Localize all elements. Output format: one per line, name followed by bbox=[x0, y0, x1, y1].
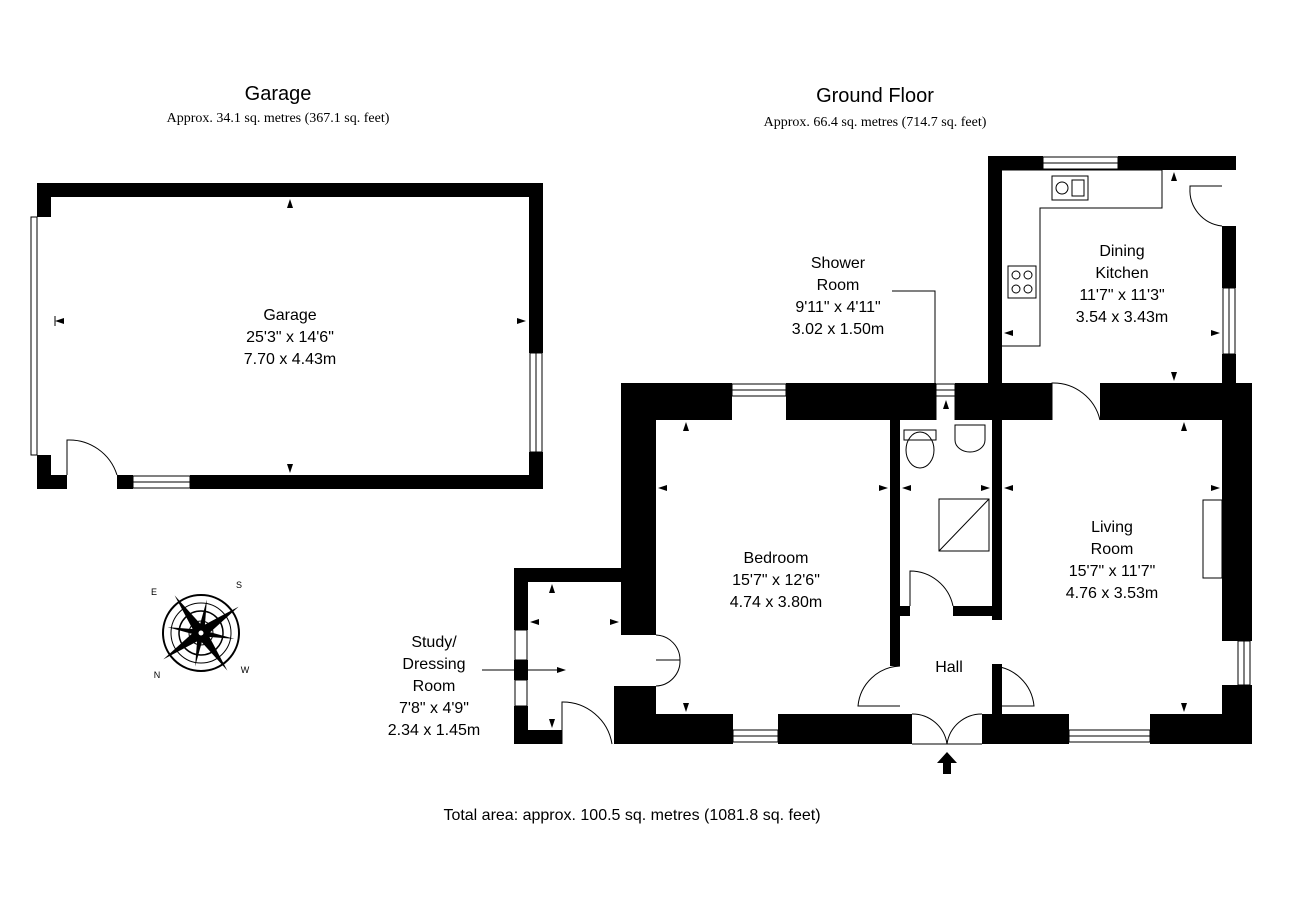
garage-room-imperial: 25'3" x 14'6" bbox=[246, 329, 334, 346]
garage-room-name: Garage bbox=[263, 307, 316, 324]
garage-section-area: Approx. 34.1 sq. metres (367.1 sq. feet) bbox=[167, 111, 390, 126]
ground-floor-title: Ground Floor bbox=[816, 85, 934, 107]
shower-room-name-2: Room bbox=[817, 277, 860, 294]
bedroom-name: Bedroom bbox=[744, 550, 809, 567]
compass-e-label: E bbox=[151, 587, 157, 597]
doors-and-fixtures bbox=[482, 169, 1223, 774]
hall-name: Hall bbox=[935, 659, 963, 676]
study-name-3: Room bbox=[413, 678, 456, 695]
bedroom-imperial: 15'7" x 12'6" bbox=[732, 572, 820, 589]
total-area: Total area: approx. 100.5 sq. metres (10… bbox=[443, 807, 820, 824]
dining-kitchen-metric: 3.54 x 3.43m bbox=[1076, 309, 1169, 326]
living-room-metric: 4.76 x 3.53m bbox=[1066, 585, 1159, 602]
study-metric: 2.34 x 1.45m bbox=[388, 722, 481, 739]
ground-floor-area: Approx. 66.4 sq. metres (714.7 sq. feet) bbox=[764, 115, 987, 130]
ground-floor-dimension-arrows bbox=[530, 172, 1220, 728]
shower-room-name-1: Shower bbox=[811, 255, 866, 272]
study-name-1: Study/ bbox=[411, 634, 457, 651]
compass-s-label: S bbox=[236, 580, 242, 590]
living-room-imperial: 15'7" x 11'7" bbox=[1069, 563, 1156, 580]
shower-room-metric: 3.02 x 1.50m bbox=[792, 321, 885, 338]
ground-floor-structure bbox=[514, 156, 1252, 744]
bedroom-metric: 4.74 x 3.80m bbox=[730, 594, 823, 611]
shower-room-imperial: 9'11" x 4'11" bbox=[795, 299, 880, 316]
garage-dimension-arrows bbox=[54, 199, 526, 473]
compass-n-label: N bbox=[154, 670, 161, 680]
dining-kitchen-name-2: Kitchen bbox=[1095, 265, 1148, 282]
living-room-name-2: Room bbox=[1091, 541, 1134, 558]
dining-kitchen-imperial: 11'7" x 11'3" bbox=[1079, 287, 1164, 304]
garage-room-metric: 7.70 x 4.43m bbox=[244, 351, 337, 368]
garage-section-title: Garage bbox=[245, 83, 312, 105]
study-name-2: Dressing bbox=[402, 656, 465, 673]
study-imperial: 7'8" x 4'9" bbox=[399, 700, 469, 717]
dining-kitchen-name-1: Dining bbox=[1099, 243, 1144, 260]
compass-rose: N E S W bbox=[151, 580, 250, 680]
garage-structure bbox=[30, 183, 543, 489]
living-room-name-1: Living bbox=[1091, 519, 1133, 536]
compass-w-label: W bbox=[241, 665, 250, 675]
